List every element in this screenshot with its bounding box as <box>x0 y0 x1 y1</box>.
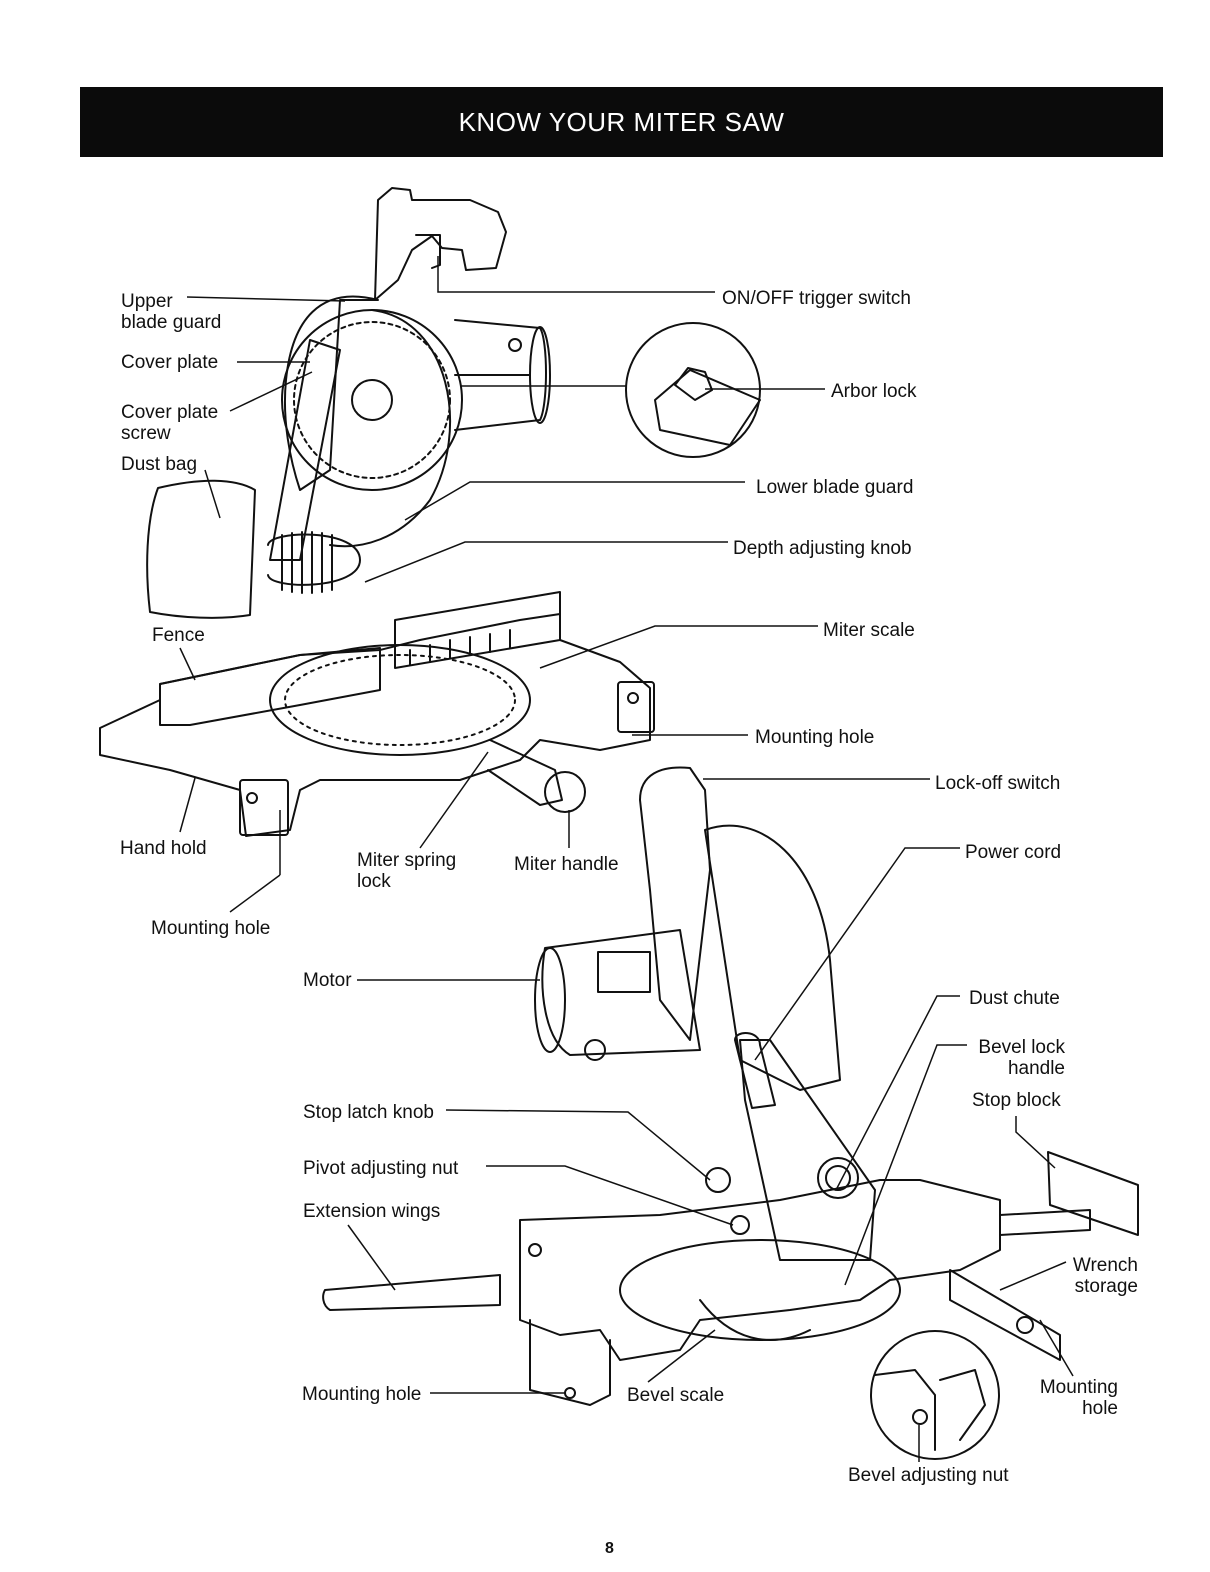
label-arbor-lock: Arbor lock <box>831 381 917 402</box>
label-cover-plate: Cover plate <box>121 352 219 373</box>
top-saw-illustration <box>99 187 655 837</box>
page-number: 8 <box>605 1540 614 1557</box>
arbor-lock-detail <box>625 322 761 458</box>
page-title: KNOW YOUR MITER SAW <box>458 106 785 137</box>
leader-lines <box>179 256 1074 1462</box>
label-hand-hold: Hand hold <box>120 838 207 859</box>
label-miter-scale: Miter scale <box>823 620 915 641</box>
label-mounting-hole-bottom: Mounting hole <box>302 1384 422 1405</box>
label-miter-spring-lock: Miter spring lock <box>357 850 457 892</box>
label-mounting-hole-front: Mounting hole <box>755 727 875 748</box>
label-extension-wings: Extension wings <box>303 1201 441 1222</box>
label-bevel-adjusting-nut: Bevel adjusting nut <box>848 1465 1009 1486</box>
label-pivot-adjusting-nut: Pivot adjusting nut <box>303 1158 459 1179</box>
label-stop-block: Stop block <box>972 1090 1061 1111</box>
label-wrench-storage: Wrench storage <box>1072 1255 1138 1297</box>
label-cover-plate-screw: Cover plate screw <box>121 402 219 444</box>
label-bevel-lock-handle: Bevel lock handle <box>978 1037 1065 1079</box>
label-stop-latch-knob: Stop latch knob <box>303 1102 434 1123</box>
label-on-off-trigger-switch: ON/OFF trigger switch <box>722 288 911 309</box>
label-dust-chute: Dust chute <box>969 988 1060 1009</box>
label-upper-blade-guard: Upper blade guard <box>121 291 222 333</box>
label-mounting-hole-left: Mounting hole <box>151 918 271 939</box>
page-header: KNOW YOUR MITER SAW <box>80 87 1163 157</box>
label-miter-handle: Miter handle <box>514 854 619 875</box>
label-lower-blade-guard: Lower blade guard <box>756 477 914 498</box>
label-dust-bag: Dust bag <box>121 454 198 475</box>
label-power-cord: Power cord <box>965 842 1062 863</box>
label-motor: Motor <box>303 970 352 991</box>
label-lock-off-switch: Lock-off switch <box>935 773 1061 794</box>
label-mounting-hole-right: Mounting hole <box>1039 1377 1118 1419</box>
label-bevel-scale: Bevel scale <box>627 1385 725 1406</box>
label-fence: Fence <box>152 625 205 646</box>
label-depth-adjusting-knob: Depth adjusting knob <box>733 538 912 559</box>
bevel-nut-detail <box>870 1330 1000 1460</box>
